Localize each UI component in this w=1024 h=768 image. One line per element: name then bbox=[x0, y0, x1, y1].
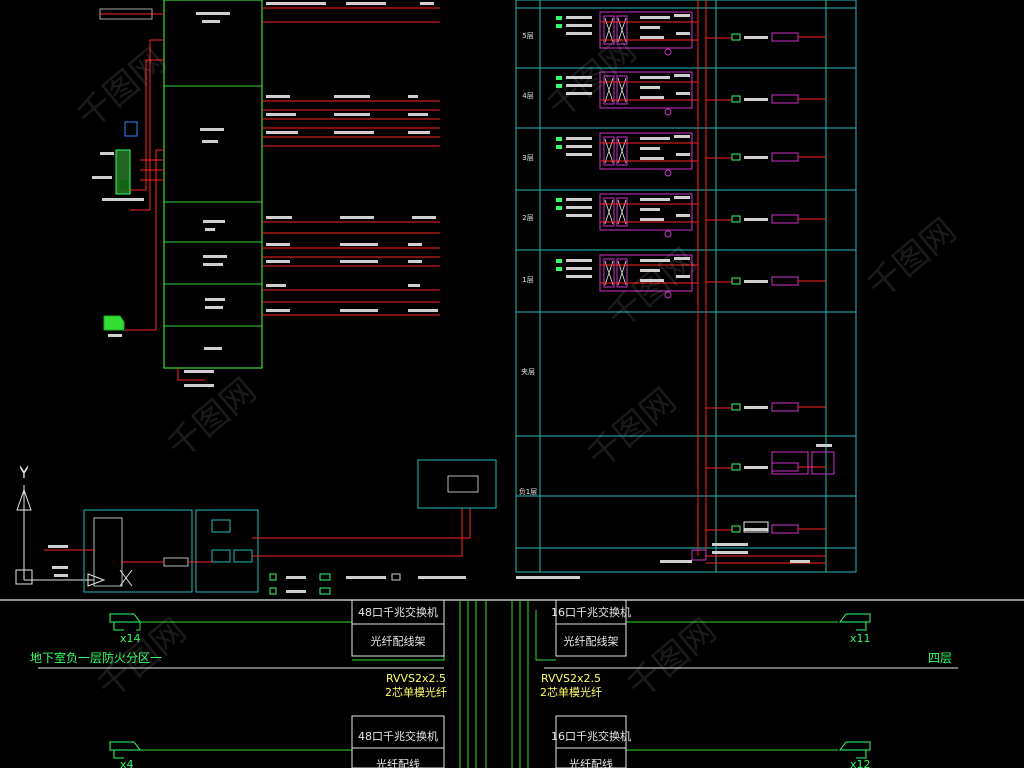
bottom-note bbox=[184, 370, 214, 373]
odf-top-right-label: 光纤配线架 bbox=[564, 634, 619, 648]
main-column-frame bbox=[163, 0, 263, 369]
camera-icon-top-left bbox=[109, 613, 141, 631]
camera-count-top-left: x14 bbox=[120, 632, 141, 645]
floor-unit bbox=[556, 11, 698, 56]
roof-zone-label: 四层 bbox=[928, 651, 952, 665]
camera-icon-bottom-right bbox=[839, 741, 871, 759]
printer-icon bbox=[103, 315, 125, 331]
watermark-text: 千图网 bbox=[860, 211, 964, 307]
column-text bbox=[202, 140, 218, 143]
device-label bbox=[102, 198, 144, 201]
riser-floor-label: 夹层 bbox=[521, 367, 535, 376]
switch-16-bottom-label: 16口千兆交换机 bbox=[551, 729, 631, 743]
right-device bbox=[706, 276, 826, 286]
right-device bbox=[706, 524, 826, 534]
top-label-box bbox=[99, 8, 153, 20]
left-wires bbox=[100, 13, 205, 381]
green-device-sub bbox=[120, 180, 128, 190]
left-fiber-label: 2芯单模光纤 bbox=[385, 685, 447, 699]
floor-unit bbox=[556, 132, 698, 177]
switch-16-top-label: 16口千兆交换机 bbox=[551, 605, 631, 619]
camera-count-top-right: x11 bbox=[850, 632, 871, 645]
odf-bottom-right-label: 光纤配线 bbox=[569, 757, 613, 768]
watermark-text: 千图网 bbox=[540, 31, 644, 127]
column-text bbox=[205, 228, 215, 231]
watermark-text: 千图网 bbox=[580, 381, 684, 477]
column-text bbox=[200, 128, 224, 131]
right-device bbox=[706, 32, 826, 42]
odf-bottom-left-label: 光纤配线 bbox=[376, 757, 420, 768]
riser-floor-label: 负1层 bbox=[519, 487, 537, 496]
riser-diagram bbox=[515, 0, 857, 579]
top-left-system-block bbox=[92, 0, 440, 387]
floor-units bbox=[556, 11, 698, 299]
switch-box bbox=[351, 599, 445, 657]
column-text bbox=[203, 263, 223, 266]
switch-48-top-label: 48口千兆交换机 bbox=[358, 605, 438, 619]
right-device bbox=[706, 94, 826, 104]
feeder-text bbox=[266, 2, 438, 312]
watermark-text: 千图网 bbox=[620, 611, 724, 707]
right-cable-label: RVVS2x2.5 bbox=[541, 672, 601, 685]
riser-floor-label: 4层 bbox=[522, 92, 533, 100]
mini-system-diagram bbox=[44, 459, 497, 595]
switch-box bbox=[555, 715, 627, 768]
device-label bbox=[100, 152, 114, 155]
riser-floor-label: 5层 bbox=[522, 32, 533, 40]
right-device bbox=[706, 214, 826, 224]
riser-floor-label: 3层 bbox=[522, 154, 533, 162]
floor-unit bbox=[556, 254, 698, 299]
watermark-text: 千图网 bbox=[70, 41, 174, 137]
basement-zone-label: 地下室负一层防火分区一 bbox=[30, 650, 162, 665]
camera-icon-top-right bbox=[839, 613, 871, 631]
camera-count-bottom-left: x4 bbox=[120, 758, 134, 768]
odf-top-left-label: 光纤配线架 bbox=[371, 634, 426, 648]
left-cable-label: RVVS2x2.5 bbox=[386, 672, 446, 685]
riser-floor-label: 1层 bbox=[522, 276, 533, 284]
printer-label bbox=[108, 334, 122, 337]
column-text bbox=[205, 306, 223, 309]
camera-count-bottom-right: x12 bbox=[850, 758, 871, 768]
ucs-axis-icon bbox=[15, 465, 106, 587]
switch-box bbox=[351, 715, 445, 768]
column-text bbox=[203, 220, 225, 223]
right-device bbox=[706, 402, 826, 412]
column-text bbox=[196, 12, 230, 15]
ucs-y-label: Y bbox=[19, 467, 28, 482]
switch-box bbox=[555, 599, 627, 657]
right-devices bbox=[706, 32, 826, 534]
floor-unit bbox=[556, 193, 698, 238]
riser-floor-label: 2层 bbox=[522, 214, 533, 222]
small-device bbox=[124, 121, 138, 137]
feeder-lines bbox=[262, 7, 440, 316]
column-text bbox=[203, 255, 227, 258]
column-text bbox=[204, 347, 222, 350]
column-text bbox=[205, 298, 225, 301]
device-label bbox=[92, 176, 112, 179]
column-text bbox=[202, 20, 220, 23]
right-device bbox=[706, 152, 826, 162]
network-riser bbox=[38, 599, 958, 768]
bottom-note bbox=[184, 384, 214, 387]
right-fiber-label: 2芯单模光纤 bbox=[540, 685, 602, 699]
floor-unit bbox=[556, 71, 698, 116]
watermarks: 千图网千图网千图网千图网千图网千图网千图网千图网 bbox=[70, 31, 964, 707]
switch-48-bottom-label: 48口千兆交换机 bbox=[358, 729, 438, 743]
camera-icon-bottom-left bbox=[109, 741, 141, 759]
